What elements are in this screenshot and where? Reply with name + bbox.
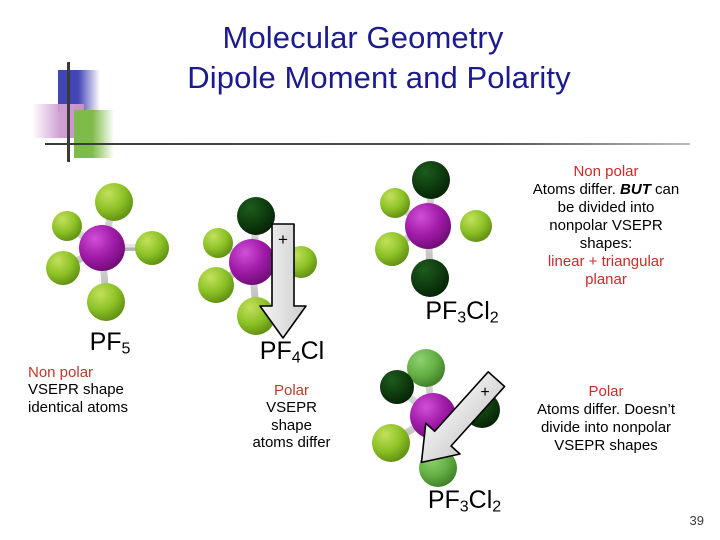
deco-green-square xyxy=(74,110,114,158)
deco-vertical-rule xyxy=(67,62,70,162)
caption-pf4cl-header: Polar xyxy=(273,382,310,399)
atom-chlorine xyxy=(407,349,445,387)
caption-pf5: Non polar VSEPR shape identical atoms xyxy=(28,364,193,416)
formula-pf4cl-sub: 4 xyxy=(291,349,301,367)
atom-chlorine xyxy=(412,161,450,199)
formula-pf3cl2-top-main: PF xyxy=(425,297,458,325)
formula-pf3cl2-bottom-sub2: 2 xyxy=(492,498,502,516)
formula-pf3cl2-top-tail: Cl xyxy=(466,297,490,325)
note-bottom-right: Polar Atoms differ. Doesn’t divide into … xyxy=(492,383,720,455)
caption-pf4cl-line2: shape xyxy=(271,416,312,434)
atom-fluorine xyxy=(372,424,410,462)
decorative-logo xyxy=(22,62,132,162)
molecule-pf3cl2-bottom: + xyxy=(365,348,520,488)
molecule-pf4cl: + xyxy=(198,190,340,345)
note-top-right-line1-post: can xyxy=(650,181,680,198)
atom-fluorine xyxy=(52,211,82,241)
title-line-2: Dipole Moment and Polarity xyxy=(187,60,571,96)
formula-pf5: PF5 xyxy=(55,328,165,359)
atom-phosphorus xyxy=(405,203,451,249)
note-top-right-red-line1: linear + triangular xyxy=(547,253,665,270)
formula-pf5-sub: 5 xyxy=(121,340,131,358)
formula-pf3cl2-bottom-sub: 3 xyxy=(459,498,469,516)
atom-fluorine xyxy=(46,251,80,285)
formula-pf3cl2-top-sub2: 2 xyxy=(489,309,499,327)
caption-pf5-line1: VSEPR shape xyxy=(28,381,124,399)
caption-pf5-header: Non polar xyxy=(28,364,94,381)
caption-pf4cl-line1: VSEPR xyxy=(266,399,317,417)
atom-fluorine xyxy=(87,283,125,321)
note-top-right-line1-pre: Atoms differ. xyxy=(532,181,621,198)
note-bottom-right-line2: divide into nonpolar xyxy=(540,419,672,436)
note-top-right-line3: nonpolar VSEPR xyxy=(549,217,663,234)
note-bottom-right-line1: Atoms differ. Doesn’t xyxy=(536,401,676,418)
slide-number: 39 xyxy=(689,513,704,528)
formula-pf3cl2-top-sub: 3 xyxy=(457,309,467,327)
caption-pf5-line2: identical atoms xyxy=(28,398,129,416)
atom-phosphorus xyxy=(229,239,275,285)
atom-chlorine xyxy=(237,197,275,235)
formula-pf4cl-tail: Cl xyxy=(300,337,325,365)
caption-pf4cl-line3: atoms differ xyxy=(252,434,331,452)
atom-fluorine xyxy=(380,188,410,218)
pf3cl2-top-diagram xyxy=(375,161,492,297)
dipole-arrow-down-left: + xyxy=(420,371,506,464)
atom-fluorine xyxy=(135,231,169,265)
pf3cl2-bottom-diagram: + xyxy=(372,349,506,487)
formula-pf4cl-main: PF xyxy=(259,337,292,365)
note-top-right-header: Non polar xyxy=(573,163,639,180)
formula-pf3cl2-bottom: PF3Cl2 xyxy=(402,486,527,517)
note-top-right-line1-bold: BUT xyxy=(620,181,651,198)
caption-pf4cl: Polar VSEPR shape atoms differ xyxy=(224,382,359,452)
dipole-plus-sign: + xyxy=(480,384,489,401)
atom-fluorine xyxy=(203,228,233,258)
atom-fluorine xyxy=(95,183,133,221)
atom-fluorine xyxy=(198,267,234,303)
note-bottom-right-line3: VSEPR shapes xyxy=(554,437,658,454)
atom-chlorine xyxy=(380,370,414,404)
atom-fluorine xyxy=(460,210,492,242)
formula-pf3cl2-bottom-tail: Cl xyxy=(468,486,493,514)
molecule-pf5 xyxy=(40,180,210,330)
page-title: Molecular Geometry Dipole Moment and Pol… xyxy=(0,18,720,99)
note-top-right-line4: shapes: xyxy=(579,235,633,252)
note-top-right-red-line2: planar xyxy=(585,271,627,288)
dipole-plus-sign: + xyxy=(278,230,288,249)
pf4cl-diagram: + xyxy=(198,197,317,339)
atom-fluorine xyxy=(375,232,409,266)
note-top-right: Non polar Atoms differ. BUT can be divid… xyxy=(492,163,720,289)
title-line-1: Molecular Geometry xyxy=(222,20,504,55)
title-divider-rule xyxy=(45,143,690,145)
formula-pf3cl2-top: PF3Cl2 xyxy=(402,297,522,328)
molecule-pf3cl2-top xyxy=(370,160,520,310)
atom-phosphorus xyxy=(79,225,125,271)
dipole-arrow-down: + xyxy=(259,223,307,339)
note-top-right-line2: be divided into xyxy=(557,199,655,216)
formula-pf3cl2-bottom-main: PF xyxy=(427,486,460,514)
formula-pf5-main: PF xyxy=(89,328,122,356)
formula-pf4cl: PF4Cl xyxy=(228,337,356,368)
pf5-diagram xyxy=(46,183,169,321)
note-bottom-right-header: Polar xyxy=(588,383,624,400)
atom-chlorine xyxy=(411,259,449,297)
